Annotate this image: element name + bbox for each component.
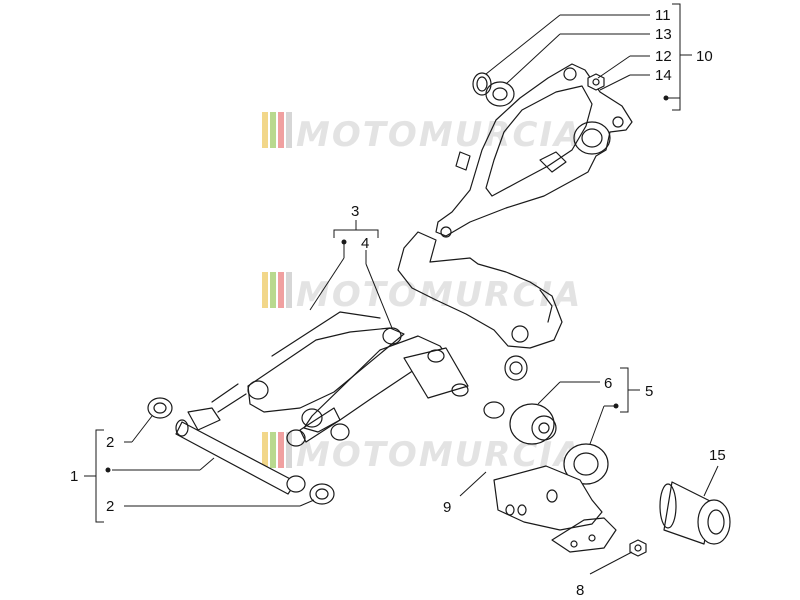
silent-block-6-drawing (483, 401, 557, 445)
bushing-15-drawing (659, 481, 731, 545)
callout-2-lower: 2 (106, 498, 114, 515)
callout-3: 3 (351, 203, 359, 220)
callout-8: 8 (576, 582, 584, 599)
callout-2-upper: 2 (106, 434, 114, 451)
ring-11-drawing (472, 72, 492, 96)
bearing-13-drawing (485, 81, 515, 107)
bearing-2-lower-drawing (286, 475, 335, 505)
watermark-top: MOTOMURCIA (262, 112, 582, 155)
watermark-middle: MOTOMURCIA (262, 272, 582, 315)
connector-dots (105, 95, 669, 473)
callout-15: 15 (709, 447, 726, 464)
callout-1: 1 (70, 468, 78, 485)
callout-14: 14 (655, 67, 672, 84)
bearing-2-upper-drawing (147, 397, 173, 419)
leader-lines (84, 3, 719, 575)
support-5-drawing (563, 443, 609, 485)
shaft-4-drawing (403, 347, 469, 399)
callout-6: 6 (604, 375, 612, 392)
rear-mount-drawing (397, 231, 563, 349)
callout-9: 9 (443, 499, 451, 516)
callout-13: 13 (655, 26, 672, 43)
pin-1-drawing (175, 383, 297, 495)
upper-bracket-drawing (435, 63, 633, 238)
callout-10: 10 (696, 48, 713, 65)
callout-11: 11 (655, 7, 671, 24)
watermark-text: MOTOMURCIA (296, 275, 582, 315)
bushing-drawing (504, 355, 528, 381)
callout-4: 4 (361, 235, 369, 252)
watermark-text: MOTOMURCIA (296, 115, 582, 155)
callout-5: 5 (645, 383, 653, 400)
callout-12: 12 (655, 48, 672, 65)
nut-8-drawing (629, 539, 647, 557)
nut-12-drawing (587, 73, 605, 91)
plate-9-drawing (493, 465, 617, 553)
